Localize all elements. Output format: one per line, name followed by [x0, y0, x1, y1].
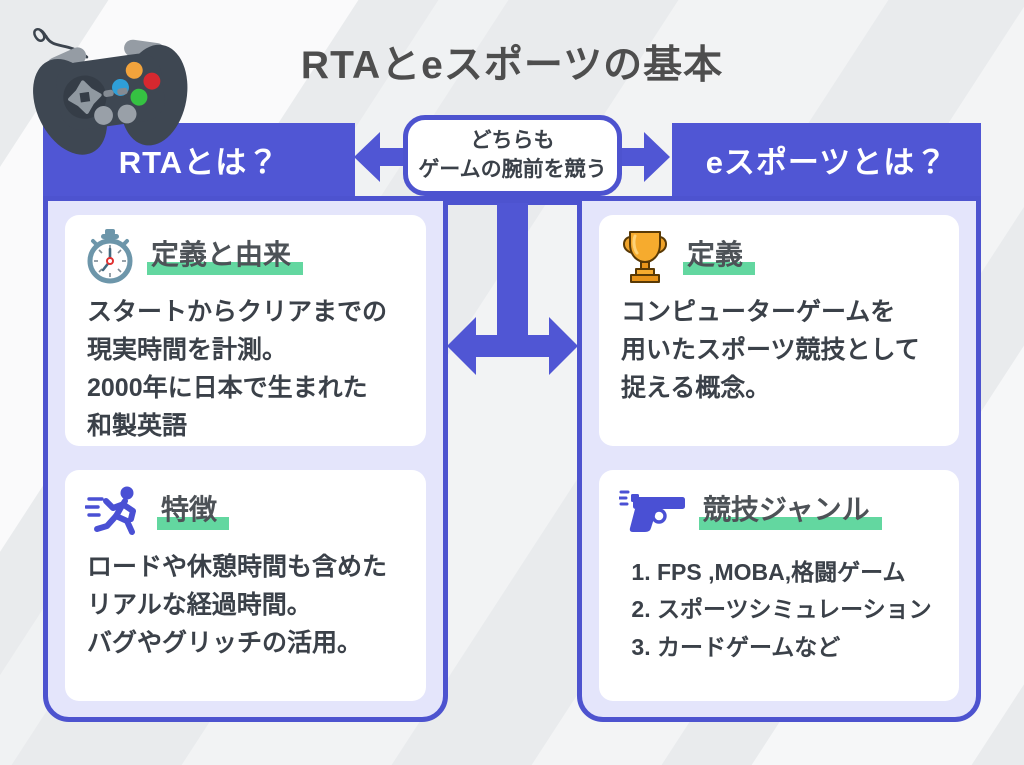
- genre-list-item: スポーツシミュレーション: [657, 591, 943, 628]
- rta-definition-card: 定義と由来 スタートからクリアまでの 現実時間を計測。 2000年に日本で生まれ…: [65, 215, 426, 446]
- stopwatch-icon: [87, 229, 133, 284]
- game-controller-icon: [33, 28, 188, 155]
- esports-panel: 定義 コンピューターゲームを 用いたスポーツ競技として 捉える概念。: [577, 196, 981, 722]
- card-heading-row: 定義と由来: [85, 227, 410, 285]
- double-arrow-icon: [447, 203, 578, 375]
- rta-panel: 定義と由来 スタートからクリアまでの 現実時間を計測。 2000年に日本で生まれ…: [43, 196, 448, 722]
- handgun-icon: [619, 490, 685, 532]
- esports-definition-card: 定義 コンピューターゲームを 用いたスポーツ競技として 捉える概念。: [599, 215, 959, 446]
- card-heading-row: 定義: [619, 227, 943, 285]
- connector-callout: どちらも ゲームの腕前を競う: [403, 115, 622, 196]
- card-body-text: ロードや休憩時間も含めた リアルな経過時間。 バグやグリッチの活用。: [87, 553, 388, 657]
- genre-list-item: カードゲームなど: [657, 629, 943, 666]
- panel-bridge: [444, 195, 581, 205]
- card-body-text: スタートからクリアまでの 現実時間を計測。 2000年に日本で生まれた 和製英語: [87, 298, 388, 440]
- card-heading: 競技ジャンル: [699, 492, 882, 530]
- trophy-icon: [623, 231, 667, 283]
- rta-features-card: 特徴 ロードや休憩時間も含めた リアルな経過時間。 バグやグリッチの活用。: [65, 470, 426, 701]
- card-heading: 特徴: [157, 492, 230, 530]
- card-heading: 定義: [683, 237, 756, 275]
- card-heading-row: 競技ジャンル: [619, 482, 943, 540]
- card-body-text: コンピューターゲームを 用いたスポーツ競技として 捉える概念。: [621, 298, 920, 402]
- genre-list-item: FPS ,MOBA,格闘ゲーム: [657, 554, 943, 591]
- arrow-right-icon: [620, 132, 670, 182]
- esports-genres-card: 競技ジャンル FPS ,MOBA,格闘ゲーム スポーツシミュレーション カードゲ…: [599, 470, 959, 701]
- esports-header: eスポーツとは？: [672, 123, 981, 196]
- card-heading: 定義と由来: [147, 237, 304, 275]
- card-heading-row: 特徴: [85, 482, 410, 540]
- running-person-icon: [85, 486, 136, 535]
- page-title: RTAとeスポーツの基本: [300, 44, 724, 87]
- genre-list: FPS ,MOBA,格闘ゲーム スポーツシミュレーション カードゲームなど: [619, 554, 943, 666]
- arrow-left-icon: [354, 132, 404, 182]
